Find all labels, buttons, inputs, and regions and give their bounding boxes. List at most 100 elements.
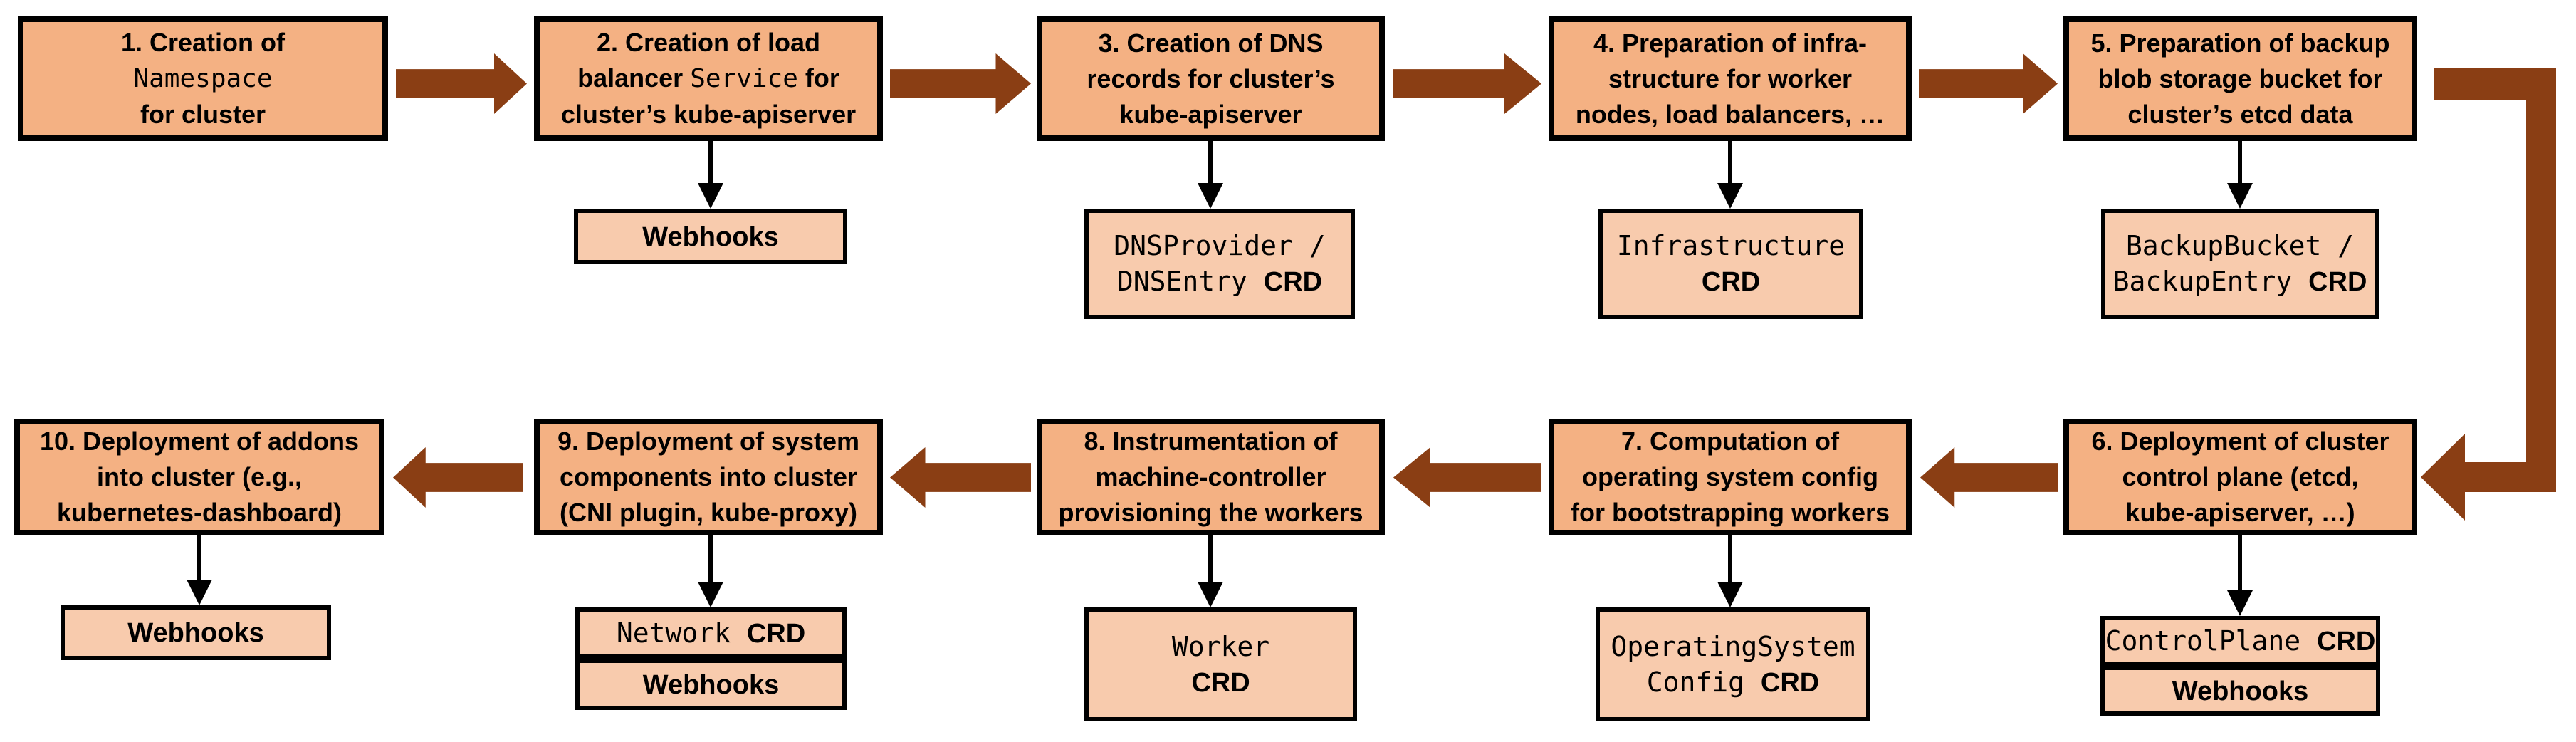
connector-step7-crd-arrow-icon [1717,535,1743,607]
label-text: blob storage bucket for [2098,63,2383,93]
step-box-7: 7. Computation of operating system config… [1549,419,1912,535]
label-text: CRD [1760,667,1820,698]
label-text: 4. Preparation of infra- [1593,28,1868,58]
label-text: cluster’s etcd data [2127,99,2353,129]
label-text: machine-controller [1095,462,1326,491]
arrow-step7-to-step8-icon [1393,447,1541,508]
code-text: Network [616,617,747,649]
label-text: cluster’s kube-apiserver [560,100,857,129]
label-text: 1. Creation of [120,28,286,57]
label-text: kubernetes-dashboard) [56,498,342,527]
label-text: 5. Preparation of backup [2090,28,2390,58]
artifact-box-step3-0: DNSProvider /DNSEntry CRD [1084,209,1355,319]
label-text: kube-apiserver, …) [2125,498,2355,527]
label-text: CRD [1701,267,1761,297]
code-text: Namespace [133,64,273,93]
label-text: 2. Creation of load [596,28,821,57]
label-text: structure for worker [1608,63,1853,93]
step-label: 7. Computation of operating system config… [1571,424,1890,531]
label-text: components into cluster [559,462,858,491]
artifact-box-step6-1: Webhooks [2100,666,2380,716]
artifact-label: Webhooks [642,219,778,255]
label-text: (CNI plugin, kube-proxy) [560,498,857,527]
artifact-label: Webhooks [127,615,263,651]
label-text: for [797,63,839,93]
arrow-step2-to-step3-icon [890,53,1031,114]
label-text: 6. Deployment of cluster [2091,427,2389,456]
label-text: for cluster [140,100,266,129]
connector-step4-crd-arrow-icon [1717,141,1743,209]
label-text: CRD [746,618,806,649]
artifact-box-step10-0: Webhooks [61,605,331,660]
connector-step8-crd-arrow-icon [1198,535,1223,607]
code-text: BackupBucket / [2125,230,2355,261]
label-text: records for cluster’s [1087,63,1335,93]
label-text: 9. Deployment of system [557,427,860,456]
step-label: 1. Creation of Namespace for cluster [121,25,285,132]
step-box-9: 9. Deployment of system components into c… [534,419,883,535]
artifact-label: Webhooks [2172,673,2308,709]
step-label: 6. Deployment of cluster control plane (e… [2091,424,2389,531]
artifact-box-step5-0: BackupBucket / BackupEntry CRD [2101,209,2379,319]
step-box-6: 6. Deployment of cluster control plane (e… [2063,419,2417,535]
label-text: Webhooks [2172,676,2309,706]
code-text: DNSEntry [1116,266,1264,297]
label-text: CRD [2308,267,2367,297]
label-text: operating system config [1581,462,1879,491]
arrow-step4-to-step5-icon [1919,53,2058,114]
label-text: CRD [1191,667,1250,698]
label-text: control plane (etcd, [2122,462,2359,491]
label-text: Webhooks [642,669,780,700]
artifact-label: DNSProvider /DNSEntry CRD [1114,228,1325,300]
label-text: balancer [577,63,691,93]
arrow-step8-to-step9-icon [890,447,1031,508]
connector-step2-webhooks-arrow-icon [698,141,723,209]
artifact-box-step6-0: ControlPlane CRD [2100,616,2380,666]
label-text: Webhooks [642,221,779,252]
artifact-box-step2-0: Webhooks [574,209,847,264]
artifact-label: Network CRD [617,615,805,652]
arrow-step9-to-step10-icon [393,447,523,508]
step-label: 5. Preparation of backup blob storage buc… [2090,26,2389,132]
step-box-1: 1. Creation of Namespace for cluster [18,16,388,141]
step-box-5: 5. Preparation of backup blob storage buc… [2063,16,2417,141]
step-box-4: 4. Preparation of infra-structure for wo… [1549,16,1912,141]
connector-step10-webhooks-arrow-icon [187,535,212,605]
step-label: 2. Creation of load balancer Service for c… [561,25,856,132]
label-text: nodes, load balancers, … [1575,99,1885,129]
code-text: Service [690,64,798,93]
code-text: BackupEntry [2112,266,2309,297]
arrow-step6-to-step7-icon [1920,447,2058,508]
connector-step6-crd-arrow-icon [2227,535,2253,616]
code-text: ControlPlane [2105,625,2318,657]
step-box-2: 2. Creation of load balancer Service for c… [534,16,883,141]
artifact-label: Webhooks [643,667,779,703]
code-text: DNSProvider / [1114,230,1326,261]
label-text: for bootstrapping workers [1570,498,1890,527]
label-text: kube-apiserver [1119,99,1302,129]
code-text: OperatingSystem [1611,630,1855,662]
artifact-box-step9-0: Network CRD [575,607,847,659]
label-text: 8. Instrumentation of [1084,427,1338,456]
arrow-step3-to-step4-icon [1393,53,1541,114]
arrow-step1-to-step2-icon [396,53,527,114]
code-text: Worker [1171,630,1270,662]
label-text: CRD [2317,626,2376,657]
code-text: Config [1646,666,1761,698]
label-text: 10. Deployment of addons [39,427,360,456]
artifact-box-step9-1: Webhooks [575,659,847,710]
label-text: 7. Computation of [1621,427,1839,456]
artifact-label: BackupBucket / BackupEntry CRD [2113,228,2367,300]
connector-step9-crd-arrow-icon [698,535,723,607]
